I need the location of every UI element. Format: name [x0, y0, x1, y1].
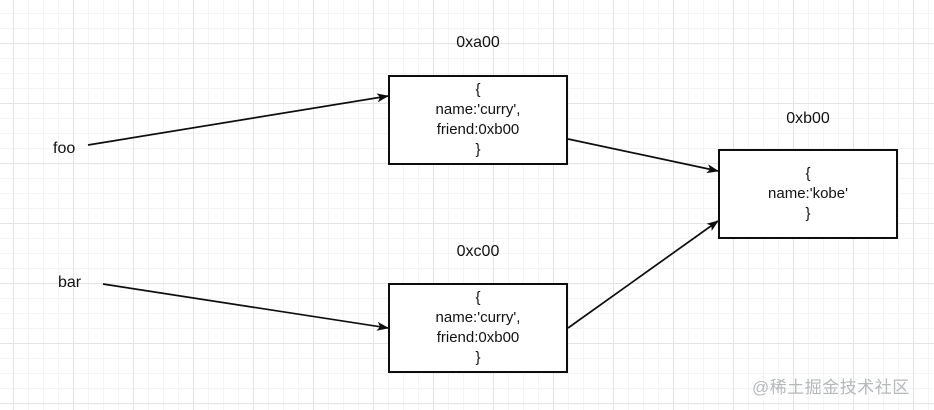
arrow-foo-to-0xa00	[87, 93, 389, 146]
variable-label-bar: bar	[58, 274, 82, 291]
object-line: friend:0xb00	[436, 121, 520, 138]
object-line: name:'curry',	[435, 101, 521, 118]
object-node-0xb00: { name:'kobe' }	[718, 149, 898, 239]
object-line: {	[475, 81, 481, 98]
watermark-text: @稀土掘金技术社区	[752, 378, 910, 397]
node-title-0xb00: 0xb00	[786, 110, 830, 127]
object-line: friend:0xb00	[436, 329, 520, 346]
object-line: }	[475, 349, 481, 366]
object-line: name:'curry',	[435, 309, 521, 326]
arrow-bar-to-0xc00	[102, 283, 389, 331]
node-title-0xa00: 0xa00	[456, 34, 500, 51]
variable-label-foo: foo	[53, 140, 76, 157]
object-line: {	[805, 165, 811, 182]
object-line: }	[475, 141, 481, 158]
object-line: name:'kobe'	[768, 185, 848, 202]
arrow-0xa00-to-0xb00	[567, 138, 719, 174]
object-line: {	[475, 289, 481, 306]
arrow-0xc00-to-0xb00	[567, 220, 719, 329]
object-node-0xc00: { name:'curry', friend:0xb00 }	[388, 283, 568, 373]
node-title-0xc00: 0xc00	[456, 243, 500, 260]
object-node-0xa00: { name:'curry', friend:0xb00 }	[388, 75, 568, 165]
object-line: }	[805, 205, 811, 222]
